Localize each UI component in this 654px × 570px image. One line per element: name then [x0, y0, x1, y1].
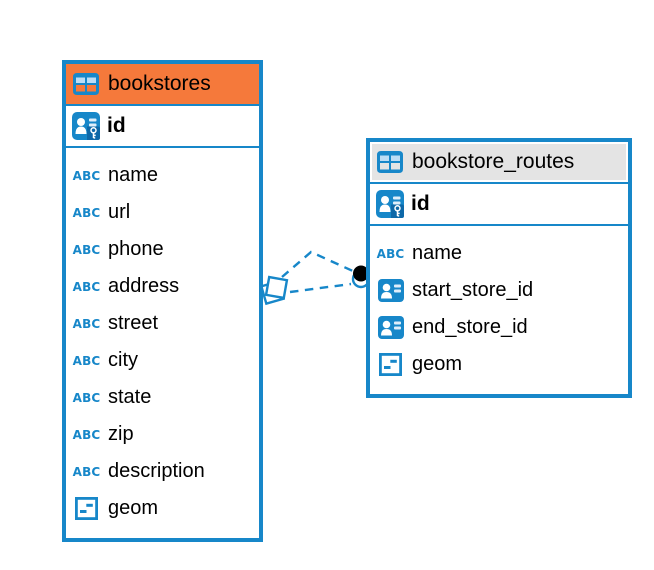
- table-title: bookstore_routes: [412, 150, 575, 173]
- relation-line-upper[interactable]: [281, 250, 356, 278]
- text-type-icon: ABC: [72, 427, 101, 442]
- text-type-icon: ABC: [72, 242, 101, 257]
- entity-table-bookstores[interactable]: bookstores id ABC name ABC url ABC phone…: [62, 60, 263, 542]
- primary-key-label: id: [411, 192, 430, 215]
- table-title: bookstores: [108, 72, 211, 95]
- column-label: name: [412, 242, 463, 264]
- primary-key-icon: [376, 190, 404, 218]
- column-label: start_store_id: [412, 279, 534, 301]
- column-label: zip: [108, 423, 134, 445]
- column-label: state: [108, 386, 152, 408]
- relation-bookstores-to-bookstore-routes[interactable]: [259, 250, 371, 306]
- relation-stacked-diamond-marker[interactable]: [259, 275, 289, 306]
- column-row-address[interactable]: ABC address: [66, 268, 259, 305]
- column-label: geom: [108, 497, 159, 519]
- column-row-zip[interactable]: ABC zip: [66, 416, 259, 453]
- column-row-phone[interactable]: ABC phone: [66, 231, 259, 268]
- column-row-url[interactable]: ABC url: [66, 194, 259, 231]
- column-list: ABC name start_store_id end_store_id geo…: [370, 226, 628, 394]
- reference-type-icon: [377, 316, 404, 339]
- text-type-icon: ABC: [72, 353, 101, 368]
- column-label: address: [108, 275, 180, 297]
- object-type-icon: [377, 353, 404, 376]
- reference-type-icon: [377, 279, 404, 302]
- primary-key-label: id: [107, 114, 126, 137]
- column-label: street: [108, 312, 159, 334]
- column-row-name[interactable]: ABC name: [66, 157, 259, 194]
- text-type-icon: ABC: [72, 464, 101, 479]
- entity-table-bookstore-routes[interactable]: bookstore_routes id ABC name start_store…: [366, 138, 632, 398]
- text-type-icon: ABC: [376, 246, 405, 261]
- text-type-icon: ABC: [72, 205, 101, 220]
- column-row-start-store-id[interactable]: start_store_id: [370, 272, 628, 309]
- column-label: description: [108, 460, 205, 482]
- table-header-bookstore-routes[interactable]: bookstore_routes: [370, 142, 628, 184]
- text-type-icon: ABC: [72, 390, 101, 405]
- text-type-icon: ABC: [72, 279, 101, 294]
- primary-key-row[interactable]: id: [66, 106, 259, 148]
- column-row-end-store-id[interactable]: end_store_id: [370, 309, 628, 346]
- column-label: url: [108, 201, 131, 223]
- relation-line-lower[interactable]: [289, 282, 352, 294]
- text-type-icon: ABC: [72, 316, 101, 331]
- column-row-geom[interactable]: geom: [370, 346, 628, 383]
- column-label: phone: [108, 238, 164, 260]
- column-row-description[interactable]: ABC description: [66, 453, 259, 490]
- column-label: name: [108, 164, 159, 186]
- column-label: city: [108, 349, 138, 371]
- column-row-state[interactable]: ABC state: [66, 379, 259, 416]
- primary-key-row[interactable]: id: [370, 184, 628, 226]
- column-row-street[interactable]: ABC street: [66, 305, 259, 342]
- column-label: end_store_id: [412, 316, 528, 338]
- table-header-bookstores[interactable]: bookstores: [66, 64, 259, 106]
- column-row-name[interactable]: ABC name: [370, 235, 628, 272]
- column-list: ABC name ABC url ABC phone ABC address A…: [66, 148, 259, 538]
- column-row-city[interactable]: ABC city: [66, 342, 259, 379]
- object-type-icon: [73, 497, 100, 520]
- column-row-geom[interactable]: geom: [66, 490, 259, 527]
- table-icon: [377, 151, 403, 173]
- primary-key-icon: [72, 112, 100, 140]
- column-label: geom: [412, 353, 463, 375]
- text-type-icon: ABC: [72, 168, 101, 183]
- table-icon: [73, 73, 99, 95]
